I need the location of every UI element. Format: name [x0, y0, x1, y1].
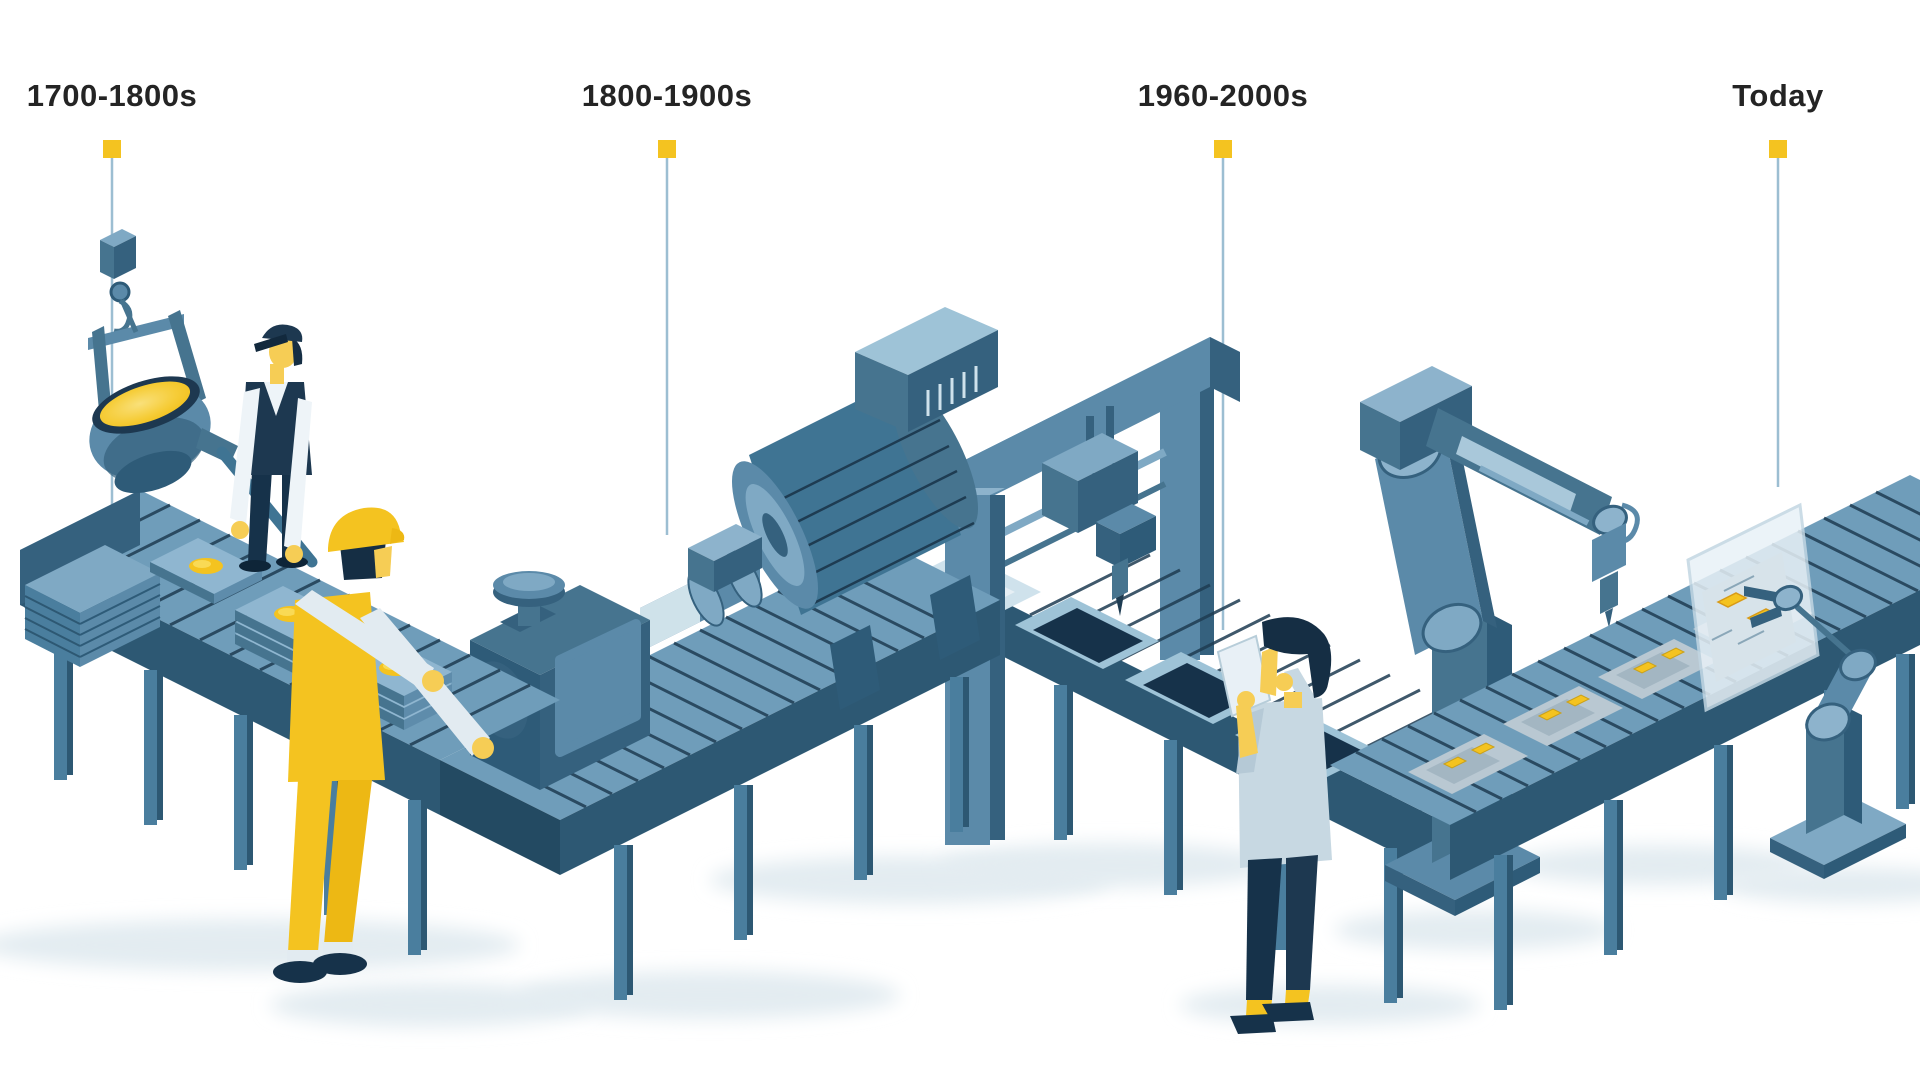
era-label-1960-2000s: 1960-2000s [1138, 78, 1309, 113]
coupling-shaft [640, 524, 763, 652]
overalls-leg [288, 780, 332, 952]
inspector-hair [1262, 617, 1332, 698]
inspector-coat [1238, 698, 1332, 868]
belt-end-face-1800s [440, 760, 560, 875]
governor-cap [493, 571, 565, 632]
timeline: 1700-1800s 1800-1900s 1960-2000s Today [27, 78, 1824, 640]
timeline-era-today: Today [1732, 78, 1824, 487]
timeline-marker-1700s [103, 140, 121, 158]
ladle-hanger [88, 298, 206, 422]
circuit-board [1408, 734, 1528, 794]
circuit-board [1598, 639, 1718, 699]
inspector-face [1260, 645, 1278, 696]
gantry-frame [935, 337, 1240, 845]
inspector-shoe [1262, 1002, 1314, 1022]
tool-head [1112, 558, 1128, 600]
foundry-worker [230, 324, 312, 572]
robot-piston [1456, 436, 1576, 512]
inspector-leg [1286, 855, 1318, 990]
gantry-carriage [1042, 433, 1156, 616]
gantry-back-post [1160, 385, 1214, 660]
timeline-era-1960-2000s: 1960-2000s [1138, 78, 1309, 630]
worker-cap [262, 324, 303, 342]
worker-cap-yellow [328, 507, 404, 552]
tablet [1216, 634, 1272, 718]
gantry-beam [935, 337, 1210, 525]
era-label-1800-1900s: 1800-1900s [582, 78, 753, 113]
pump-body [470, 585, 650, 790]
timeline-marker-1960s [1214, 140, 1232, 158]
inspector-leg [1246, 858, 1282, 1000]
molten-metal [99, 381, 191, 427]
crucible-hoist [88, 229, 318, 568]
worker-arm [230, 388, 260, 524]
steam-machine [410, 307, 998, 790]
robot-arm-small [1744, 584, 1906, 879]
part-tray [1015, 597, 1159, 669]
era-label-today: Today [1732, 78, 1824, 113]
hoist-block [100, 229, 136, 334]
worker-arm [284, 398, 312, 552]
small-robot-gripper [1744, 586, 1776, 602]
mold-plate [150, 538, 262, 604]
timeline-era-1800-1900s: 1800-1900s [582, 78, 753, 535]
small-robot-link2 [1780, 588, 1868, 674]
robot-end-effector [1592, 523, 1626, 582]
robot-shoulder-block [1360, 366, 1472, 422]
floor-shadows [0, 843, 1920, 1027]
timeline-marker-1800s [658, 140, 676, 158]
ingot-stack [24, 545, 161, 667]
timeline-marker-today [1769, 140, 1787, 158]
electric-motor [731, 375, 979, 615]
circuit-board [1503, 686, 1623, 746]
era-label-1700-1800s: 1700-1800s [27, 78, 198, 113]
valve-worker [273, 507, 494, 983]
overalls-leg [324, 780, 372, 944]
inspector-with-tablet [1216, 617, 1332, 1034]
drill-bit [1116, 594, 1124, 616]
belt-front-face-1960s [1000, 600, 1450, 880]
inspector-shoe [1230, 1014, 1276, 1034]
terminal-box [855, 307, 998, 432]
inspection-panel [1686, 502, 1820, 713]
robot-lower-link [1375, 425, 1483, 655]
belt-front-face-1800s [560, 600, 1000, 875]
